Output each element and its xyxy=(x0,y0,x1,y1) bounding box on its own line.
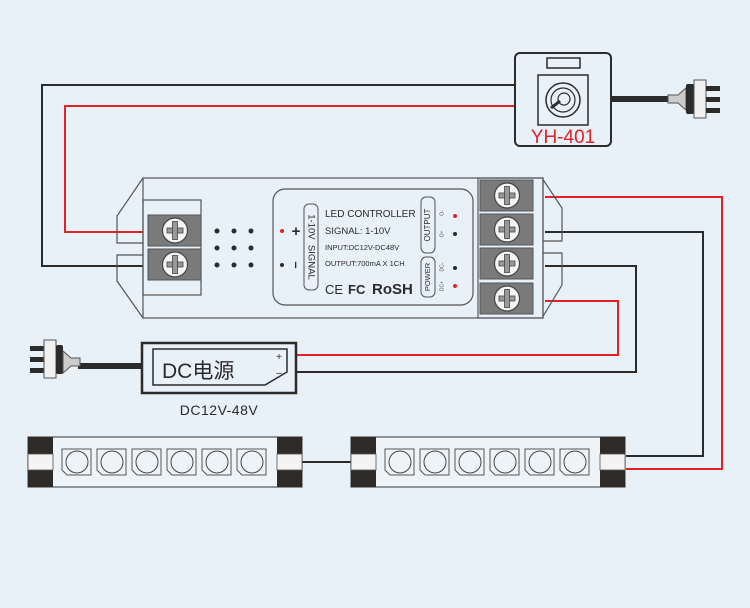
screw-icon xyxy=(161,217,189,244)
screw-icon xyxy=(161,251,189,278)
power-supply-plus: + xyxy=(276,352,282,363)
led-chip xyxy=(419,448,450,476)
wires xyxy=(41,84,723,470)
power-supply-label: DC电源 xyxy=(162,360,234,383)
led-strips xyxy=(27,436,626,488)
pin-label-dc-minus: DC- xyxy=(439,262,445,271)
terminal-blocks xyxy=(147,179,534,315)
controller-title: LED CONTROLLER xyxy=(325,209,416,220)
wire-output-plus xyxy=(545,231,704,457)
terminal-dc-plus[interactable] xyxy=(479,282,534,315)
vent-holes xyxy=(214,228,254,268)
dimmer-slot xyxy=(546,57,581,69)
pin-label-o-minus: O- xyxy=(439,210,445,216)
wire-dc-minus xyxy=(296,265,637,373)
controller-input-spec: INPUT:DC12V-DC48V xyxy=(325,243,399,252)
terminal-output-plus[interactable] xyxy=(479,213,534,246)
wire-dimmer-black xyxy=(41,84,515,267)
terminal-dc-minus[interactable] xyxy=(479,247,534,280)
wire-dc-plus xyxy=(296,300,619,356)
signal-plus-label: + xyxy=(292,223,301,240)
cert-rosh-mark: RoSH xyxy=(372,281,413,298)
led-chip xyxy=(384,448,415,476)
wire-dimmer-red xyxy=(64,105,515,233)
led-chip xyxy=(524,448,555,476)
output-port-label: OUTPUT xyxy=(423,208,432,241)
led-chip xyxy=(96,448,127,476)
terminal-signal-plus[interactable] xyxy=(147,214,202,247)
led-controller: + – 1-10V SIGNAL LED CONTROLLER SIGNAL: … xyxy=(116,177,563,319)
dc-power-supply: DC电源 + – xyxy=(140,341,298,395)
led-strip-left xyxy=(27,436,303,488)
terminal-signal-minus[interactable] xyxy=(147,248,202,281)
controller-signal-spec: SIGNAL: 1-10V xyxy=(325,226,391,237)
led-strip-right xyxy=(350,436,626,488)
pin-label-o-plus: O+ xyxy=(439,231,445,238)
led-chip xyxy=(236,448,267,476)
cert-ce-mark: CE xyxy=(325,282,343,297)
led-chip xyxy=(489,448,520,476)
power-supply-minus: – xyxy=(276,368,282,379)
led-chip xyxy=(166,448,197,476)
rotary-knob-icon[interactable] xyxy=(545,82,581,118)
dimmer-yh401[interactable]: YH-401 xyxy=(514,52,612,148)
dimmer-plug-icon xyxy=(667,79,720,119)
screw-icon xyxy=(493,285,521,312)
led-chip xyxy=(61,448,92,476)
led-chip xyxy=(131,448,162,476)
led-chip xyxy=(559,448,590,476)
signal-minus-label: – xyxy=(289,261,304,268)
screw-icon xyxy=(493,216,521,243)
controller-label-panel xyxy=(272,188,474,306)
pin-label-dc-plus: DC+ xyxy=(439,281,445,291)
cert-fc-mark: FC xyxy=(348,282,366,297)
psu-plug-icon xyxy=(30,339,81,379)
strip-connector-left xyxy=(350,437,377,487)
signal-port-label: 1-10V SIGNAL xyxy=(305,214,316,279)
dimmer-model-label: YH-401 xyxy=(531,127,595,148)
led-chip xyxy=(201,448,232,476)
wire-output-minus xyxy=(545,196,723,470)
strip-connector-left xyxy=(27,437,54,487)
power-port-label: POWER xyxy=(423,262,432,291)
terminal-output-minus[interactable] xyxy=(479,179,534,212)
strip-connector-right xyxy=(276,437,303,487)
controller-output-spec: OUTPUT:700mA X 1CH xyxy=(325,259,405,268)
screw-icon xyxy=(493,182,521,209)
screw-icon xyxy=(493,250,521,277)
led-chip xyxy=(454,448,485,476)
power-supply-voltage: DC12V-48V xyxy=(180,402,259,418)
strip-connector-right xyxy=(599,437,626,487)
